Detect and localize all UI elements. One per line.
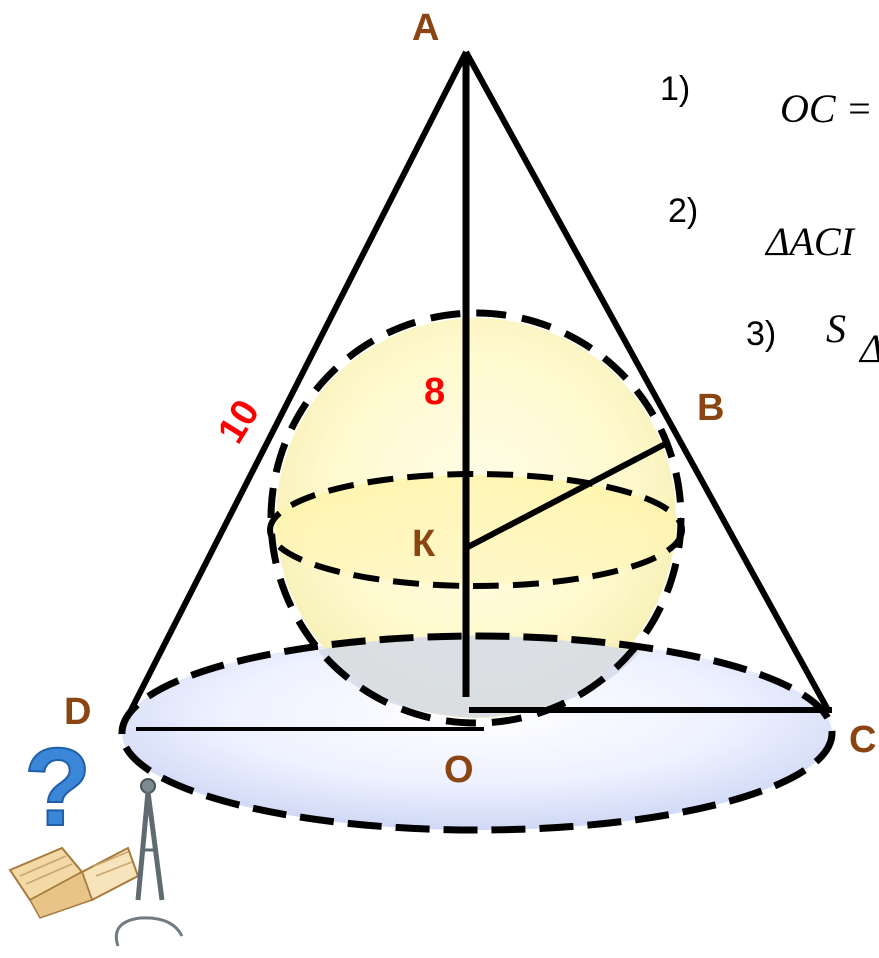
- step-3-number: 3): [746, 315, 776, 353]
- step-1-number: 1): [660, 70, 690, 108]
- edge-AC: [463, 50, 831, 712]
- radius-KB: [464, 440, 669, 551]
- step-3-subscript: Δ: [858, 326, 879, 371]
- length-label-8: 8: [424, 371, 445, 413]
- label-K: К: [412, 523, 436, 565]
- sphere-base-overlap: [318, 635, 640, 718]
- edge-AD: [125, 50, 469, 718]
- step-2-text: ΔACI: [764, 219, 856, 264]
- cone-base: [122, 636, 832, 830]
- label-A: A: [412, 7, 439, 49]
- length-label-10: 10: [210, 393, 268, 451]
- cone-base-outline: [118, 632, 836, 834]
- step-2-number: 2): [668, 192, 698, 230]
- sphere-equator-band: [270, 475, 682, 585]
- label-C: C: [849, 719, 876, 761]
- label-B: B: [697, 387, 724, 429]
- label-D: D: [64, 691, 91, 733]
- svg-text:?: ?: [24, 726, 91, 849]
- question-book-compass-icon: ?: [8, 725, 184, 947]
- step-1-text: OC =: [780, 86, 873, 131]
- sphere-equator: [267, 471, 685, 589]
- step-3-text: S: [826, 306, 846, 351]
- label-O: O: [444, 749, 474, 791]
- sphere-outline: [267, 309, 685, 727]
